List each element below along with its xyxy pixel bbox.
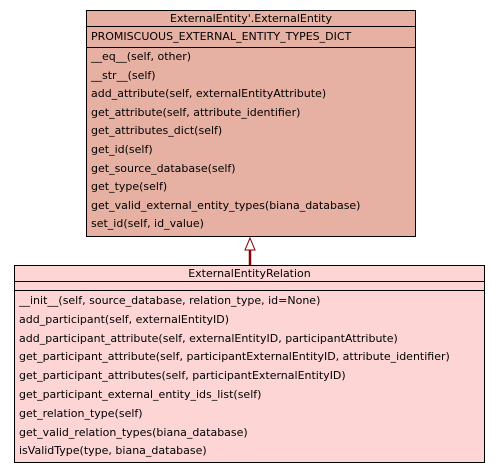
method-item: set_id(self, id_value) [91, 217, 204, 231]
methods-compartment: __init__(self, source_database, relation… [15, 291, 484, 461]
method-item: add_participant(self, externalEntityID) [19, 312, 230, 326]
methods-compartment: __eq__(self, other) __str__(self) add_at… [87, 48, 415, 234]
method-item: get_attributes_dict(self) [91, 124, 223, 138]
method-item: get_valid_relation_types(biana_database) [19, 425, 248, 439]
class-box-external-entity: ExternalEntity'.ExternalEntity PROMISCUO… [86, 10, 416, 237]
method-item: get_source_database(self) [91, 161, 236, 175]
method-item: get_relation_type(self) [19, 406, 143, 420]
method-item: __str__(self) [91, 68, 156, 82]
method-item: get_id(self) [91, 142, 153, 156]
method-item: get_attribute(self, attribute_identifier… [91, 105, 301, 119]
attributes-compartment [15, 282, 484, 291]
method-item: __eq__(self, other) [91, 50, 192, 63]
method-item: get_participant_external_entity_ids_list… [19, 387, 262, 401]
attribute-item: PROMISCUOUS_EXTERNAL_ENTITY_TYPES_DICT [91, 30, 352, 43]
method-item: __init__(self, source_database, relation… [19, 294, 321, 307]
method-item: get_valid_external_entity_types(biana_da… [91, 198, 361, 212]
method-item: add_participant_attribute(self, external… [19, 331, 398, 345]
inheritance-arrowhead-icon [244, 236, 256, 251]
attributes-compartment: PROMISCUOUS_EXTERNAL_ENTITY_TYPES_DICT [87, 27, 415, 48]
method-item: add_attribute(self, externalEntityAttrib… [91, 87, 327, 101]
method-item: get_participant_attribute(self, particip… [19, 350, 450, 364]
class-box-external-entity-relation: ExternalEntityRelation __init__(self, so… [14, 265, 485, 463]
method-item: get_type(self) [91, 180, 168, 194]
class-name: ExternalEntity'.ExternalEntity [87, 11, 415, 27]
class-name: ExternalEntityRelation [15, 266, 484, 282]
method-item: get_participant_attributes(self, partici… [19, 369, 346, 383]
method-item: isValidType(type, biana_database) [19, 444, 207, 458]
